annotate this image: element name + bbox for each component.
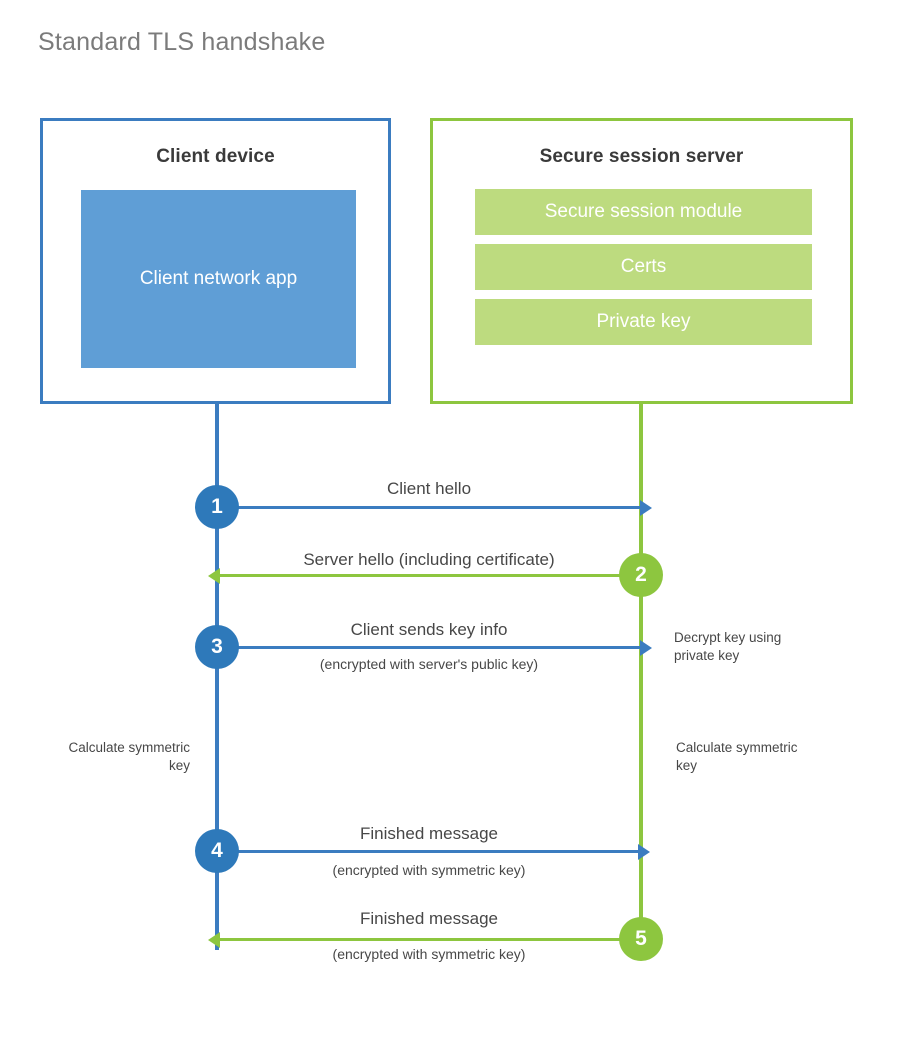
annotation-server-calculate-text: Calculate symmetric key	[676, 740, 798, 774]
step-marker-2: 2	[619, 553, 663, 597]
annotation-server-calculate: Calculate symmetric key	[676, 739, 806, 775]
client-lifeline	[215, 404, 219, 950]
arrowhead-right-icon	[640, 499, 652, 516]
message-sublabel-step-4: (encrypted with symmetric key)	[249, 862, 609, 878]
step-number-2: 2	[635, 563, 647, 586]
arrowhead-right-icon	[640, 639, 652, 656]
message-label-step-1: Client hello	[249, 479, 609, 499]
message-main-step-2: Server hello (including certificate)	[303, 550, 555, 569]
message-main-step-5: Finished message	[360, 909, 498, 928]
step-marker-5: 5	[619, 917, 663, 961]
client-device-box: Client device Client network app	[40, 118, 391, 404]
message-sub-step-4: (encrypted with symmetric key)	[332, 862, 526, 878]
message-label-step-3: Client sends key info	[249, 620, 609, 640]
server-component-private-key: Private key	[475, 299, 812, 345]
server-component-secure-session-module: Secure session module	[475, 189, 812, 235]
annotation-decrypt-key: Decrypt key using private key	[674, 629, 824, 665]
arrow-step-4	[217, 843, 650, 860]
step-number-5: 5	[635, 927, 647, 950]
message-sublabel-step-3: (encrypted with server's public key)	[249, 656, 609, 672]
step-marker-4: 4	[195, 829, 239, 873]
message-label-step-4: Finished message	[249, 824, 609, 844]
server-lifeline	[639, 404, 643, 941]
arrow-step-5	[208, 931, 641, 948]
step-number-4: 4	[211, 839, 223, 862]
message-label-step-2: Server hello (including certificate)	[249, 550, 609, 570]
arrowhead-left-icon	[208, 931, 220, 948]
client-network-app-block: Client network app	[81, 190, 356, 368]
server-component-stack: Secure session module Certs Private key	[475, 189, 812, 345]
annotation-client-calculate: Calculate symmetric key	[60, 739, 190, 775]
page-title: Standard TLS handshake	[38, 28, 326, 56]
message-sub-step-3: (encrypted with server's public key)	[319, 656, 539, 672]
message-main-step-3: Client sends key info	[350, 620, 508, 639]
server-component-certs: Certs	[475, 244, 812, 290]
step-marker-3: 3	[195, 625, 239, 669]
step-marker-1: 1	[195, 485, 239, 529]
message-sublabel-step-5: (encrypted with symmetric key)	[249, 946, 609, 962]
message-sub-step-5: (encrypted with symmetric key)	[332, 946, 526, 962]
message-label-step-5: Finished message	[249, 909, 609, 929]
annotation-client-calculate-text: Calculate symmetric key	[68, 740, 190, 774]
arrow-step-2	[208, 567, 641, 584]
arrowhead-right-icon	[638, 843, 650, 860]
arrow-step-3	[217, 639, 652, 656]
step-number-3: 3	[211, 635, 223, 658]
step-number-1: 1	[211, 495, 223, 518]
arrowhead-left-icon	[208, 567, 220, 584]
message-main-step-1: Client hello	[386, 479, 472, 498]
client-device-title: Client device	[156, 146, 275, 167]
arrow-step-1	[217, 499, 652, 516]
message-main-step-4: Finished message	[360, 824, 498, 843]
secure-session-server-box: Secure session server Secure session mod…	[430, 118, 853, 404]
annotation-decrypt-key-text: Decrypt key using private key	[674, 630, 782, 664]
secure-session-server-title: Secure session server	[539, 146, 744, 167]
